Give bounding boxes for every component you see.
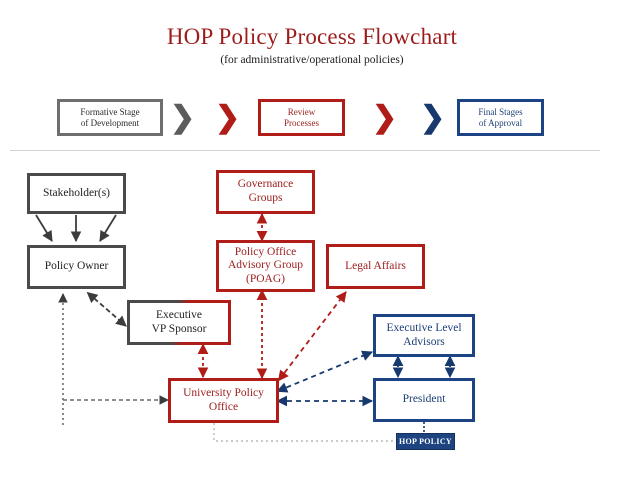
node-stakeholders[interactable]: Stakeholder(s) xyxy=(27,173,126,214)
chevron-red-2-icon: ❯ xyxy=(372,101,398,134)
legend-approval-line2: of Approval xyxy=(478,117,523,128)
node-executive-level-advisors[interactable]: Executive Level Advisors xyxy=(373,314,475,357)
legend-formative-line2: of Development xyxy=(80,117,140,128)
node-university-policy-office-line1: University Policy xyxy=(183,386,264,399)
chevron-red-1-icon: ❯ xyxy=(215,101,241,134)
node-executive-vp-sponsor-line1: Executive xyxy=(156,308,202,321)
node-university-policy-office[interactable]: University Policy Office xyxy=(168,378,279,423)
node-policy-owner[interactable]: Policy Owner xyxy=(27,245,126,289)
legend-review-line2: Processes xyxy=(284,117,319,128)
node-poag-line1: Policy Office xyxy=(234,245,297,258)
page-subtitle: (for administrative/operational policies… xyxy=(220,54,404,66)
legend-approval-line1: Final Stages xyxy=(478,107,523,118)
node-governance-groups-line2: Groups xyxy=(248,192,283,204)
badge-hop-policy[interactable]: HOP POLICY xyxy=(396,433,455,450)
node-executive-level-advisors-line1: Executive Level xyxy=(386,321,462,334)
legend-stage-approval[interactable]: Final Stages of Approval xyxy=(457,99,544,136)
node-poag-line2: Advisory Group xyxy=(227,259,304,272)
legend-review-line1: Review xyxy=(287,107,316,118)
node-stakeholders-label: Stakeholder(s) xyxy=(42,186,111,199)
node-legal-affairs[interactable]: Legal Affairs xyxy=(326,244,425,289)
node-executive-level-advisors-line2: Advisors xyxy=(403,335,445,348)
node-executive-vp-sponsor-line2: VP Sponsor xyxy=(151,322,207,335)
chevron-gray-icon: ❯ xyxy=(170,101,196,134)
node-poag[interactable]: Policy Office Advisory Group (POAG) xyxy=(216,240,315,292)
node-president[interactable]: President xyxy=(373,378,475,422)
legend-stage-formative[interactable]: Formative Stage of Development xyxy=(57,99,163,136)
node-policy-owner-label: Policy Owner xyxy=(44,260,109,273)
legend-stage-review[interactable]: Review Processes xyxy=(258,99,345,136)
node-governance-groups[interactable]: Governance Groups xyxy=(216,170,315,214)
header-separator xyxy=(10,150,600,151)
legend-formative-line1: Formative Stage xyxy=(80,107,140,118)
chevron-blue-icon: ❯ xyxy=(420,101,446,134)
node-legal-affairs-label: Legal Affairs xyxy=(345,259,406,272)
page-title: HOP Policy Process Flowchart xyxy=(166,24,458,49)
node-president-label: President xyxy=(402,393,446,406)
node-university-policy-office-line2: Office xyxy=(208,400,239,413)
node-poag-line3: (POAG) xyxy=(246,272,285,285)
badge-hop-policy-label: HOP POLICY xyxy=(398,437,452,446)
node-governance-groups-line1: Governance xyxy=(237,178,294,191)
node-executive-vp-sponsor[interactable]: Executive VP Sponsor xyxy=(127,300,231,345)
